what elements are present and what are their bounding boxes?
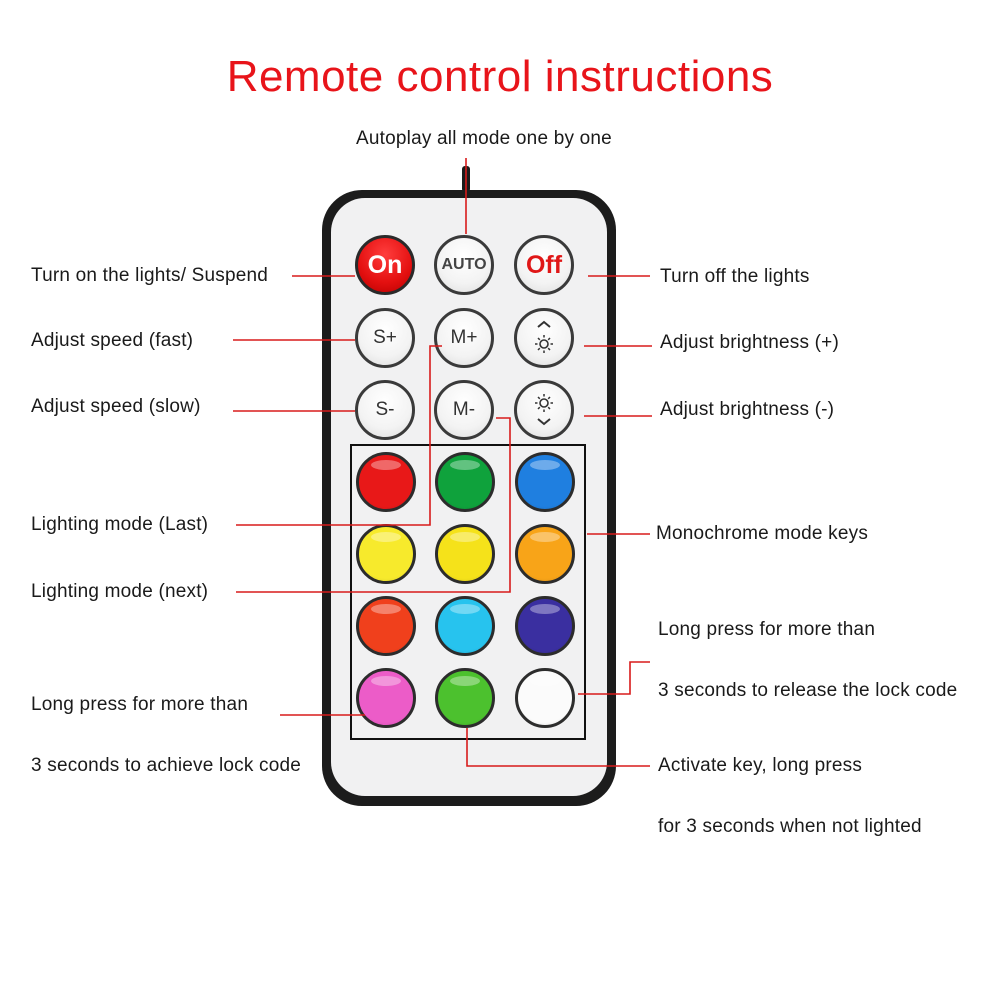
label-monochrome: Monochrome mode keys [656,523,869,544]
key-highlight [530,532,560,542]
page-title: Remote control instructions [226,52,774,101]
label-autoplay: Autoplay all mode one by one [356,128,612,149]
auto-button-label: AUTO [441,256,487,273]
label-brightness-down: Adjust brightness (-) [660,399,835,420]
on-button[interactable]: On [355,235,415,295]
color-key-blue[interactable] [515,452,575,512]
mode-down-label: M- [452,399,476,420]
color-key-green[interactable] [435,452,495,512]
color-key-pink[interactable] [356,668,416,728]
label-turn-on: Turn on the lights/ Suspend [31,265,269,286]
speed-down-button[interactable]: S- [355,380,415,440]
label-lock-line1: Long press for more than [31,694,249,715]
color-key-cyan[interactable] [435,596,495,656]
leader-mode-last [236,345,442,526]
label-speed-fast: Adjust speed (fast) [31,330,194,351]
label-release-line1: Long press for more than [658,619,876,640]
speed-up-button[interactable]: S+ [355,308,415,368]
leader-mode-next [236,417,511,593]
label-mode-last: Lighting mode (Last) [31,514,209,535]
auto-button[interactable]: AUTO [434,235,494,295]
speed-down-label: S- [375,399,395,420]
label-brightness-up: Adjust brightness (+) [660,332,839,353]
key-highlight [450,460,480,470]
off-button-label: Off [525,250,563,279]
key-highlight [371,532,401,542]
key-highlight [371,604,401,614]
label-lock-line2: 3 seconds to achieve lock code [31,755,302,776]
off-button[interactable]: Off [514,235,574,295]
key-highlight [450,676,480,686]
label-speed-slow: Adjust speed (slow) [31,396,201,417]
label-mode-next: Lighting mode (next) [31,581,209,602]
label-release-line2: 3 seconds to release the lock code [658,680,958,701]
brightness-up-button[interactable] [514,308,574,368]
key-highlight [530,604,560,614]
label-activate-line1: Activate key, long press [658,755,863,776]
key-highlight [371,676,401,686]
color-key-lime-green[interactable] [435,668,495,728]
mode-up-label: M+ [450,327,478,348]
key-highlight [371,460,401,470]
sun-up-icon [535,320,553,353]
leader-activate [466,728,650,767]
key-highlight [530,460,560,470]
color-key-orange[interactable] [515,524,575,584]
color-key-red-orange[interactable] [356,596,416,656]
mode-down-button[interactable]: M- [434,380,494,440]
sun-down-icon [535,394,553,426]
key-highlight [450,604,480,614]
label-activate-line2: for 3 seconds when not lighted [658,816,922,837]
leader-release-lock [578,661,650,695]
brightness-down-button[interactable] [514,380,574,440]
color-key-yellow[interactable] [435,524,495,584]
key-highlight [530,676,560,686]
key-highlight [450,532,480,542]
color-key-white[interactable] [515,668,575,728]
color-key-red[interactable] [356,452,416,512]
speed-up-label: S+ [373,327,397,348]
mode-up-button[interactable]: M+ [434,308,494,368]
color-key-yellow-light[interactable] [356,524,416,584]
label-turn-off: Turn off the lights [660,266,810,287]
on-button-label: On [367,250,403,279]
color-key-purple[interactable] [515,596,575,656]
